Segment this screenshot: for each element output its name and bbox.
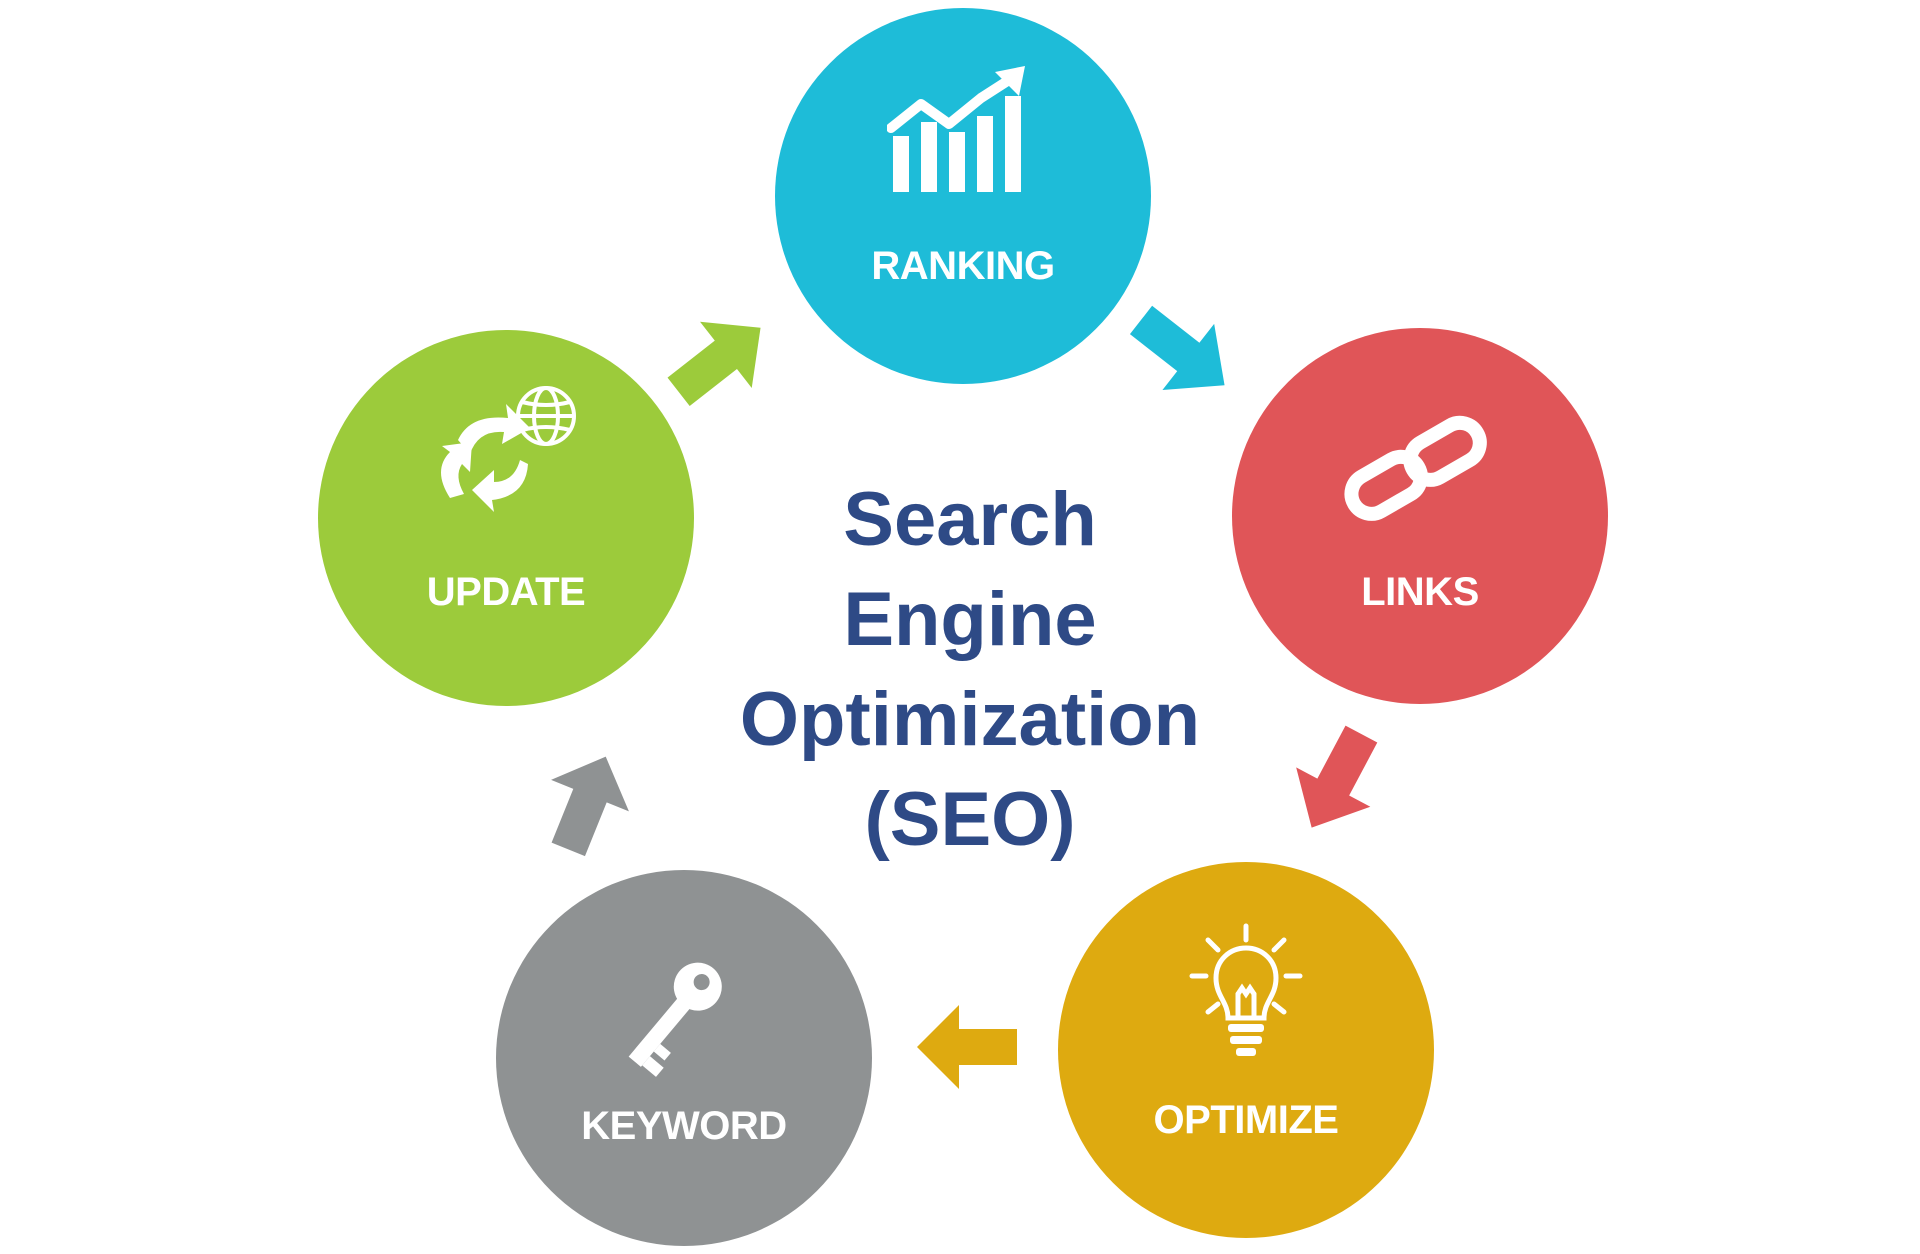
key-icon: [628, 962, 722, 1077]
node-links: LINKS: [1232, 328, 1608, 704]
node-label-ranking: RANKING: [871, 244, 1055, 288]
chain-link-icon: [1344, 415, 1487, 521]
refresh-globe-icon: [441, 386, 576, 512]
node-ranking: RANKING: [775, 8, 1151, 384]
arrow-links-to-optimize: [1296, 725, 1378, 828]
center-title-line-4: (SEO): [864, 777, 1076, 862]
lightbulb-icon: [1189, 923, 1303, 1056]
node-update: UPDATE: [318, 330, 694, 706]
arrow-ranking-to-links: [1129, 305, 1225, 391]
arrow-optimize-to-keyword: [917, 1005, 1017, 1089]
center-title-line-1: Search: [843, 477, 1097, 562]
node-label-keyword: KEYWORD: [581, 1104, 787, 1148]
node-label-update: UPDATE: [426, 570, 586, 614]
arrow-keyword-to-update: [551, 756, 629, 857]
arrow-update-to-ranking: [667, 321, 761, 406]
center-title-line-2: Engine: [843, 577, 1097, 662]
node-label-links: LINKS: [1361, 570, 1479, 614]
center-title-line-3: Optimization: [739, 677, 1201, 762]
bar-chart-trend-icon: [887, 66, 1025, 192]
node-label-optimize: OPTIMIZE: [1153, 1098, 1339, 1142]
center-title: Search Engine Optimization (SEO): [660, 470, 1280, 870]
node-optimize: OPTIMIZE: [1058, 862, 1434, 1238]
node-keyword: KEYWORD: [496, 870, 872, 1246]
